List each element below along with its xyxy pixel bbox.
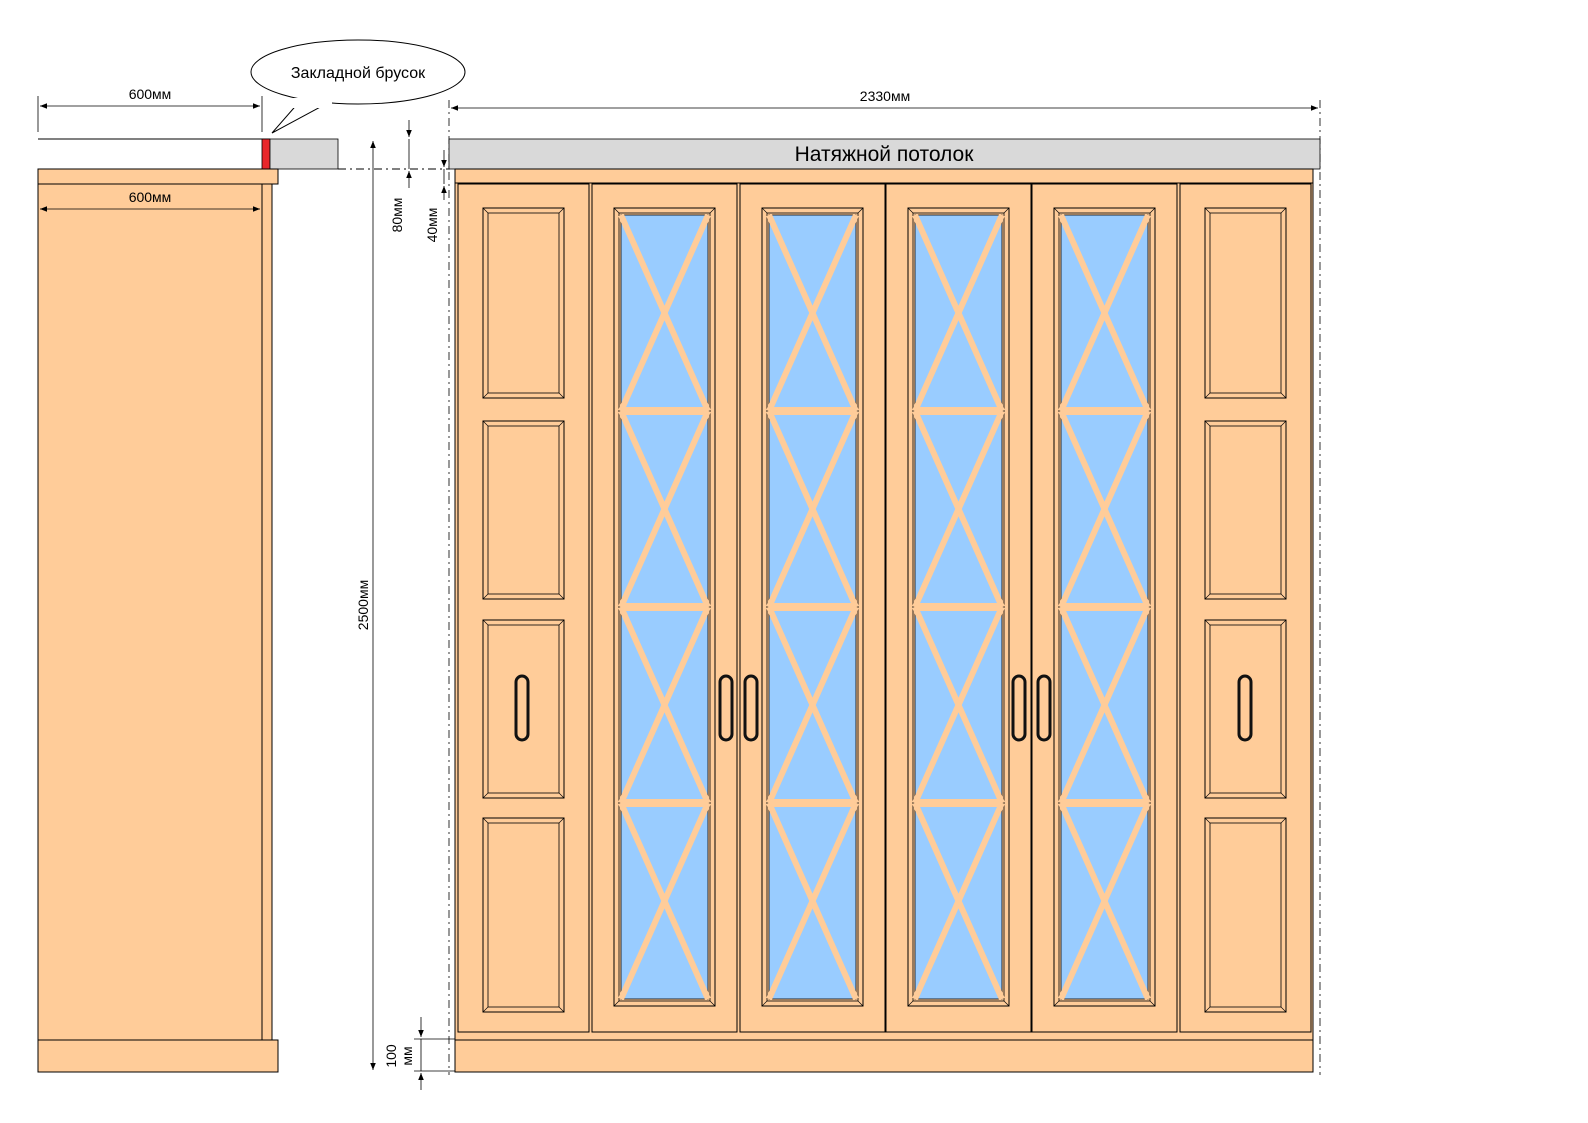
lattice-rail bbox=[1061, 603, 1148, 611]
raised-panel-inner bbox=[487, 822, 560, 1008]
raised-panel-inner bbox=[1209, 624, 1282, 794]
lattice-rail bbox=[769, 799, 856, 807]
insert-bar bbox=[261, 138, 271, 170]
lattice-bar bbox=[1058, 213, 1151, 413]
dim-side-depth-top-label: 600мм bbox=[129, 86, 172, 102]
lattice-rail bbox=[769, 407, 856, 415]
callout-bubble bbox=[250, 39, 466, 105]
oval-handle-icon bbox=[1237, 674, 1253, 742]
front-cornice bbox=[454, 168, 1314, 184]
doors bbox=[457, 183, 1312, 1033]
raised-panel bbox=[1204, 207, 1287, 399]
lattice-rail bbox=[915, 603, 1002, 611]
raised-panel-inner bbox=[1209, 822, 1282, 1008]
lattice-rail bbox=[621, 407, 708, 415]
lattice-rail bbox=[621, 799, 708, 807]
panel-door-6[interactable] bbox=[1179, 183, 1312, 1033]
lattice-bar bbox=[618, 605, 711, 805]
glass-frame-inner bbox=[766, 212, 859, 1002]
glass-door-5[interactable] bbox=[1031, 183, 1178, 1033]
raised-panel-inner bbox=[487, 212, 560, 394]
oval-handle-icon bbox=[514, 674, 530, 742]
lattice-bar bbox=[618, 409, 711, 609]
raised-panel-inner bbox=[487, 624, 560, 794]
lattice bbox=[766, 213, 859, 1001]
lattice-bar bbox=[766, 213, 859, 413]
side-door-edge bbox=[261, 183, 273, 1041]
stretch-ceiling-label: Натяжной потолок bbox=[795, 143, 975, 166]
lattice-bar bbox=[618, 801, 711, 1001]
glass-frame-inner bbox=[912, 212, 1005, 1002]
front-view: 2330мм Натяжной потолок bbox=[448, 88, 1321, 1075]
side-body bbox=[37, 183, 263, 1041]
dim-80-label: 80мм bbox=[389, 198, 405, 233]
glass-door-3[interactable] bbox=[739, 183, 886, 1033]
lattice-rail bbox=[1061, 799, 1148, 807]
side-top-cap bbox=[37, 168, 279, 185]
lattice bbox=[912, 213, 1005, 1001]
oval-handle-icon bbox=[1011, 674, 1027, 742]
glass-frame-inner bbox=[618, 212, 711, 1002]
raised-panel bbox=[1204, 619, 1287, 799]
lattice-bar bbox=[912, 213, 1005, 413]
raised-panel bbox=[482, 207, 565, 399]
lattice-bar bbox=[766, 605, 859, 805]
side-view: 600мм 600мм Закладной брусок bbox=[37, 39, 466, 1073]
dim-total-width-label: 2330мм bbox=[860, 88, 910, 104]
lattice-bar bbox=[618, 213, 711, 413]
side-plinth bbox=[37, 1039, 279, 1073]
lattice-bar bbox=[912, 605, 1005, 805]
lattice bbox=[1058, 213, 1151, 1001]
raised-panel bbox=[1204, 420, 1287, 600]
glass-frame-inner bbox=[1058, 212, 1151, 1002]
raised-panel-inner bbox=[1209, 212, 1282, 394]
side-ceiling-block bbox=[269, 138, 339, 170]
lattice-bar bbox=[912, 409, 1005, 609]
lattice-bar bbox=[766, 801, 859, 1001]
dim-total-height-label: 2500мм bbox=[355, 580, 371, 630]
height-dimensions: 2500мм 80мм 40мм 100 мм bbox=[355, 120, 455, 1090]
lattice-rail bbox=[915, 407, 1002, 415]
lattice-rail bbox=[1061, 407, 1148, 415]
lattice-bar bbox=[1058, 801, 1151, 1001]
raised-panel bbox=[482, 619, 565, 799]
dim-40-label: 40мм bbox=[424, 208, 440, 243]
raised-panel bbox=[1204, 817, 1287, 1013]
lattice-rail bbox=[769, 603, 856, 611]
glass-door-2[interactable] bbox=[591, 183, 738, 1033]
lattice-bar bbox=[766, 409, 859, 609]
glass-door-4[interactable] bbox=[885, 183, 1032, 1033]
dim-100-label-b: мм bbox=[399, 1046, 415, 1065]
lattice-bar bbox=[912, 801, 1005, 1001]
oval-handle-icon bbox=[1036, 674, 1052, 742]
lattice-rail bbox=[621, 603, 708, 611]
dim-100-label-a: 100 bbox=[383, 1044, 399, 1068]
lattice-bar bbox=[1058, 409, 1151, 609]
raised-panel-inner bbox=[487, 425, 560, 595]
oval-handle-icon bbox=[743, 674, 759, 742]
lattice-rail bbox=[915, 799, 1002, 807]
raised-panel-inner bbox=[1209, 425, 1282, 595]
front-plinth bbox=[454, 1039, 1314, 1073]
callout-label: Закладной брусок bbox=[291, 65, 426, 82]
lattice bbox=[618, 213, 711, 1001]
oval-handle-icon bbox=[718, 674, 734, 742]
lattice-bar bbox=[1058, 605, 1151, 805]
dim-side-depth-inner-label: 600мм bbox=[129, 189, 172, 205]
raised-panel bbox=[482, 420, 565, 600]
raised-panel bbox=[482, 817, 565, 1013]
panel-door-1[interactable] bbox=[457, 183, 590, 1033]
